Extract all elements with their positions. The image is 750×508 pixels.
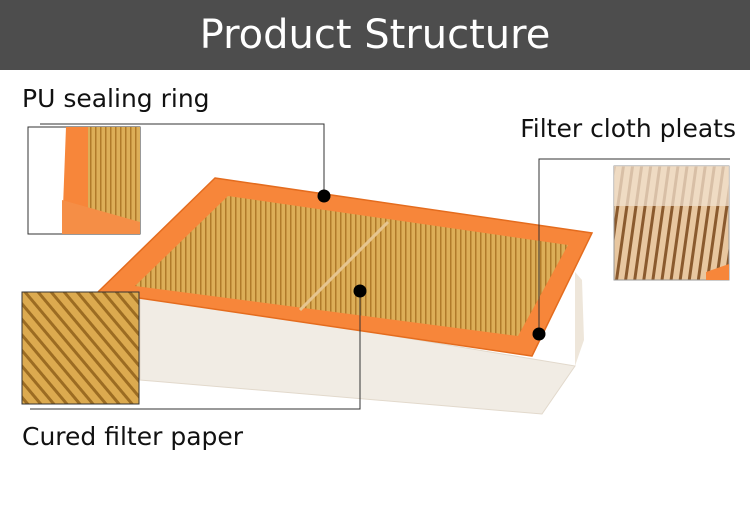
inset-cured-filter-paper: [21, 291, 140, 405]
foam-side: [575, 272, 584, 366]
label-cured-filter-paper: Cured filter paper: [22, 422, 244, 451]
pointer-dot-pu: [317, 189, 331, 203]
pleat-area: [135, 196, 568, 336]
leader-paper: [30, 291, 361, 410]
leader-pu: [40, 123, 325, 196]
inset-filter-cloth-pleats: [613, 165, 730, 281]
pointer-dot-cloth: [532, 327, 546, 341]
leader-cloth: [538, 158, 730, 334]
header-bar: Product Structure: [0, 0, 750, 70]
label-filter-cloth-pleats: Filter cloth pleats: [520, 114, 736, 143]
pointer-dot-paper: [353, 284, 367, 298]
inset-pu-sealing-ring: [27, 126, 141, 235]
label-pu-sealing-ring: PU sealing ring: [22, 84, 210, 113]
page-title: Product Structure: [199, 12, 551, 58]
leader-lines: [30, 123, 730, 410]
foam-base: [139, 293, 576, 415]
air-filter-product: [96, 177, 594, 415]
center-rib: [298, 220, 390, 312]
